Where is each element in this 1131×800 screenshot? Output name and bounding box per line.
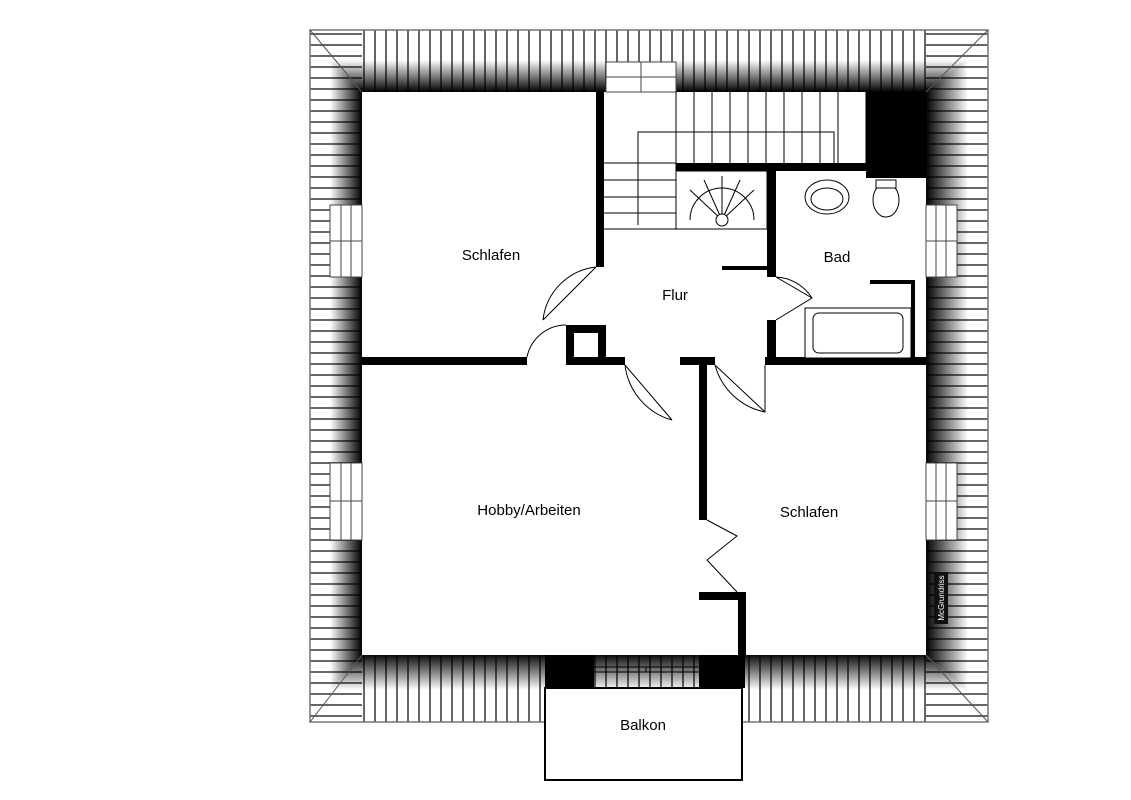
room-label-bad: Bad [824,249,851,266]
balcony [544,687,743,781]
staircase [604,92,867,230]
room-label-schlafen-top: Schlafen [462,247,520,264]
watermark-text: McGrundriss [937,575,946,620]
room-label-hobby: Hobby/Arbeiten [477,502,580,519]
room-label-flur: Flur [662,287,688,304]
room-label-balkon: Balkon [620,717,666,734]
walls [362,92,926,688]
watermark: McGrundriss [934,572,948,624]
dormer-windows [329,61,958,541]
room-label-schlafen-right: Schlafen [780,504,838,521]
doors [526,266,813,673]
bathroom-fixtures [804,179,912,359]
